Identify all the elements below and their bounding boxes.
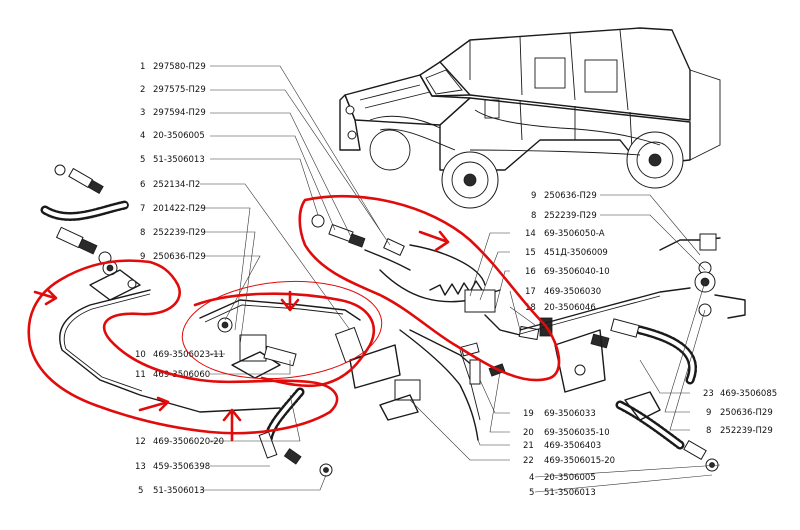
callout-number: 5 bbox=[138, 486, 143, 496]
callout-number: 8 bbox=[531, 211, 536, 221]
part-code: 20-3506046 bbox=[544, 303, 596, 313]
callout-labels: 1 297580-П29 2 297575-П29 3 297594-П29 4… bbox=[135, 62, 777, 498]
callout-number: 4 bbox=[529, 473, 534, 483]
part-code: 250636-П29 bbox=[720, 408, 773, 418]
right-brake-assembly bbox=[519, 233, 746, 472]
upper-loop-annotation bbox=[298, 194, 561, 382]
callout-number: 9 bbox=[531, 191, 536, 201]
callout-number: 21 bbox=[523, 441, 534, 451]
arrow-right-mid-icon bbox=[138, 396, 170, 412]
callout-number: 15 bbox=[525, 248, 536, 258]
part-code: 297580-П29 bbox=[153, 62, 206, 72]
part-code: 459-3506398 bbox=[153, 462, 210, 472]
upper-brake-assembly bbox=[311, 214, 553, 341]
leader-lines bbox=[200, 65, 721, 493]
center-loop-annotation bbox=[193, 292, 376, 388]
center-brake-assembly bbox=[199, 299, 506, 441]
part-code: 69-3506035-10 bbox=[544, 428, 610, 438]
callout-number: 5 bbox=[529, 488, 534, 498]
part-code: 252134-П2 bbox=[153, 180, 200, 190]
callout-number: 10 bbox=[135, 350, 146, 360]
left-brake-assembly bbox=[40, 164, 333, 477]
part-code: 469-3506020-20 bbox=[153, 437, 224, 447]
part-code: 469-3506015-20 bbox=[544, 456, 615, 466]
callout-number: 23 bbox=[703, 389, 714, 399]
callout-number: 2 bbox=[140, 85, 145, 95]
callout-number: 14 bbox=[525, 229, 536, 239]
part-code: 20-3506005 bbox=[544, 473, 596, 483]
callout-number: 3 bbox=[140, 108, 145, 118]
part-code: 469-3506085 bbox=[720, 389, 777, 399]
washer-icon bbox=[54, 164, 66, 176]
callout-number: 11 bbox=[135, 370, 146, 380]
callout-number: 8 bbox=[140, 228, 145, 238]
callout-number: 17 bbox=[525, 287, 536, 297]
callout-number: 13 bbox=[135, 462, 146, 472]
part-code: 69-3506050-А bbox=[544, 229, 605, 239]
callout-number: 9 bbox=[706, 408, 711, 418]
callout-number: 20 bbox=[523, 428, 534, 438]
part-code: 250636-П29 bbox=[153, 252, 206, 262]
arrow-up-bottom-icon bbox=[222, 408, 242, 442]
callout-number: 5 bbox=[140, 155, 145, 165]
callout-number: 22 bbox=[523, 456, 534, 466]
part-code: 252239-П29 bbox=[720, 426, 773, 436]
arrow-down-center-icon bbox=[280, 290, 300, 312]
callout-number: 4 bbox=[140, 131, 145, 141]
part-code: 297594-П29 bbox=[153, 108, 206, 118]
part-code: 51-3506013 bbox=[544, 488, 596, 498]
part-code: 201422-П29 bbox=[153, 204, 206, 214]
callout-number: 1 bbox=[140, 62, 145, 72]
callout-number: 9 bbox=[140, 252, 145, 262]
callout-number: 12 bbox=[135, 437, 146, 447]
center-ellipse-annotation bbox=[181, 280, 383, 380]
callout-number: 7 bbox=[140, 204, 145, 214]
part-code: 252239-П29 bbox=[544, 211, 597, 221]
left-loop-annotation bbox=[27, 259, 339, 435]
callout-number: 19 bbox=[523, 409, 534, 419]
part-code: 69-3506033 bbox=[544, 409, 596, 419]
part-code: 469-3506030 bbox=[544, 287, 601, 297]
callout-number: 16 bbox=[525, 267, 536, 277]
part-code: 252239-П29 bbox=[153, 228, 206, 238]
arrow-down-right-icon bbox=[418, 230, 450, 252]
part-code: 469-3506403 bbox=[544, 441, 601, 451]
part-code: 297575-П29 bbox=[153, 85, 206, 95]
part-code: 20-3506005 bbox=[153, 131, 205, 141]
red-annotations bbox=[27, 194, 561, 442]
part-code: 469-3506060 bbox=[153, 370, 210, 380]
callout-number: 8 bbox=[706, 426, 711, 436]
callout-number: 6 bbox=[140, 180, 145, 190]
part-code: 51-3506013 bbox=[153, 155, 205, 165]
part-code: 51-3506013 bbox=[153, 486, 205, 496]
part-code: 451Д-3506009 bbox=[544, 248, 608, 258]
part-code: 469-3506023-11 bbox=[153, 350, 224, 360]
part-code: 69-3506040-10 bbox=[544, 267, 610, 277]
uaz-vehicle-illustration bbox=[339, 27, 721, 209]
arrow-right-left-icon bbox=[33, 288, 58, 306]
part-code: 250636-П29 bbox=[544, 191, 597, 201]
